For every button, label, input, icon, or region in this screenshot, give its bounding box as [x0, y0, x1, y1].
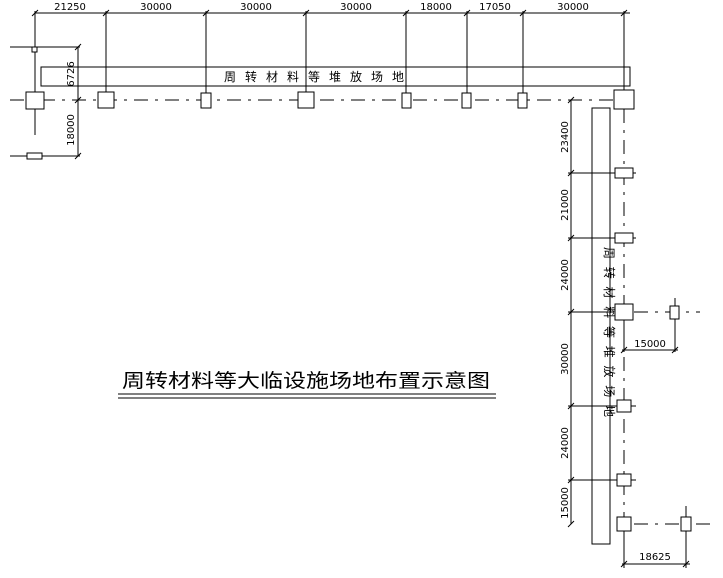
top-dim-1: 21250 [54, 2, 86, 13]
side-offset-dimension: 15000 [620, 298, 700, 354]
right-column-5 [616, 473, 632, 487]
top-dim-4: 30000 [340, 2, 372, 13]
column-4 [297, 91, 315, 109]
drawing-title: 周转材料等大临设施场地布置示意图 [122, 370, 490, 392]
left-dim-1: 6726 [66, 61, 77, 86]
top-axis [10, 40, 620, 160]
bottom-offset-dimension: 18625 [620, 506, 710, 568]
side-column [669, 305, 680, 320]
column-7 [517, 92, 528, 109]
right-dim-4: 30000 [560, 343, 571, 375]
column-5 [401, 92, 412, 109]
right-dim-5: 24000 [560, 427, 571, 459]
right-column-3 [614, 303, 634, 321]
right-dim-2: 21000 [560, 189, 571, 221]
top-storage-area: 周转材料等堆放场地 [40, 66, 631, 87]
right-column-4 [616, 399, 632, 413]
column-6 [461, 92, 472, 109]
column-1 [25, 91, 45, 110]
right-column-6 [616, 516, 632, 532]
right-dim-3: 24000 [560, 259, 571, 291]
top-storage-label: 周转材料等堆放场地 [224, 69, 404, 84]
bottom-offset-dim: 18625 [639, 552, 671, 563]
column-2 [97, 91, 115, 109]
right-dim-1: 23400 [560, 121, 571, 153]
top-dimension-chain: 21250 30000 30000 30000 18000 17050 3000… [31, 2, 630, 96]
right-dim-6: 15000 [560, 487, 571, 519]
top-dim-7: 30000 [557, 2, 589, 13]
corner-column [613, 89, 635, 110]
top-dim-6: 17050 [479, 2, 511, 13]
right-storage-area: 周转材料等堆放场地 [591, 107, 617, 545]
side-offset-dim: 15000 [634, 339, 666, 350]
bottom-right-column [680, 516, 692, 532]
right-column-2 [614, 232, 634, 244]
top-dim-2: 30000 [140, 2, 172, 13]
column-3 [200, 92, 212, 109]
top-dim-5: 18000 [420, 2, 452, 13]
right-column-1 [614, 167, 634, 179]
small-marker-top-left [31, 46, 38, 53]
drawing-title-block: 周转材料等大临设施场地布置示意图 [118, 370, 496, 399]
top-dim-3: 30000 [240, 2, 272, 13]
left-dim-2: 18000 [66, 114, 77, 146]
small-marker-left [26, 152, 43, 160]
right-storage-label: 周转材料等堆放场地 [602, 247, 617, 417]
right-axis [614, 167, 634, 532]
left-dimension-chain: 6726 18000 [10, 43, 82, 160]
